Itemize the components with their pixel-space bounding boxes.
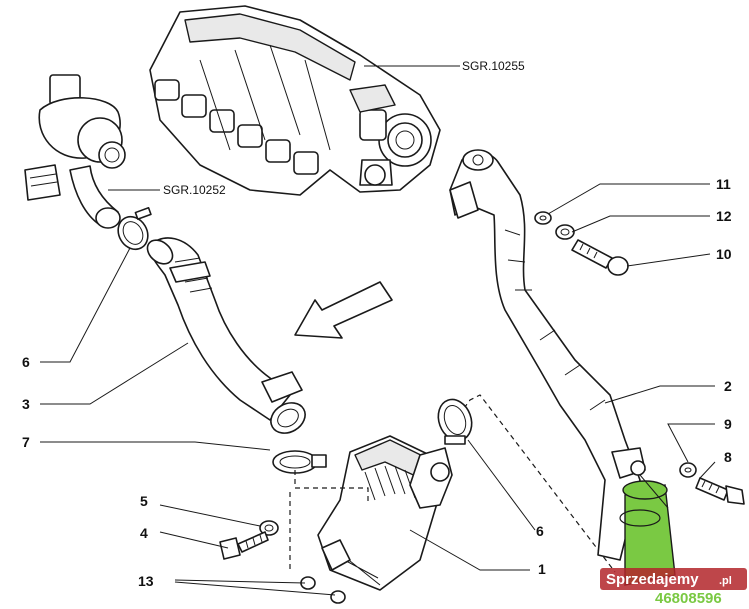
hose-clamp-7 xyxy=(272,450,327,474)
callout-11: 11 xyxy=(716,176,731,192)
intake-hose-turbo xyxy=(146,237,306,434)
hose-clamp-upper-left xyxy=(117,206,152,251)
callout-10: 10 xyxy=(716,246,732,262)
bolt-4 xyxy=(219,531,269,560)
bolt-10 xyxy=(571,239,629,276)
callout-8: 8 xyxy=(724,449,732,465)
watermark-brand: Sprzedajemy xyxy=(606,571,699,588)
nut-13 xyxy=(300,576,346,604)
watermark-suffix: .pl xyxy=(719,575,732,587)
callout-5: 5 xyxy=(140,493,148,509)
flow-direction-arrow xyxy=(294,281,393,339)
bolt-8 xyxy=(695,477,745,505)
ref-turbocharger: SGR.10252 xyxy=(163,183,226,197)
callout-7: 7 xyxy=(22,434,30,450)
callout-2: 2 xyxy=(724,378,732,394)
watermark: Sprzedajemy .pl xyxy=(600,568,747,590)
callout-6-left: 6 xyxy=(22,354,30,370)
leader-lines xyxy=(40,183,716,596)
document-number: 46808596 xyxy=(655,590,722,607)
ref-intake-manifold: SGR.10255 xyxy=(462,59,525,73)
highlighted-outlet-hose xyxy=(619,480,676,586)
hose-clamp-upper-right xyxy=(437,398,473,445)
turbocharger xyxy=(24,74,126,229)
washer-9 xyxy=(679,462,697,478)
callout-13: 13 xyxy=(138,573,154,589)
intake-manifold xyxy=(149,5,441,196)
callout-12: 12 xyxy=(716,208,732,224)
washer-12 xyxy=(555,224,575,240)
intercooler-outlet-pipe xyxy=(449,149,646,561)
callout-4: 4 xyxy=(140,525,148,541)
assembly-line-left xyxy=(289,470,369,570)
callout-3: 3 xyxy=(22,396,30,412)
callout-1: 1 xyxy=(538,561,546,577)
washer-11 xyxy=(534,211,552,225)
intercooler xyxy=(317,435,453,591)
callout-6-right: 6 xyxy=(536,523,544,539)
callout-9: 9 xyxy=(724,416,732,432)
